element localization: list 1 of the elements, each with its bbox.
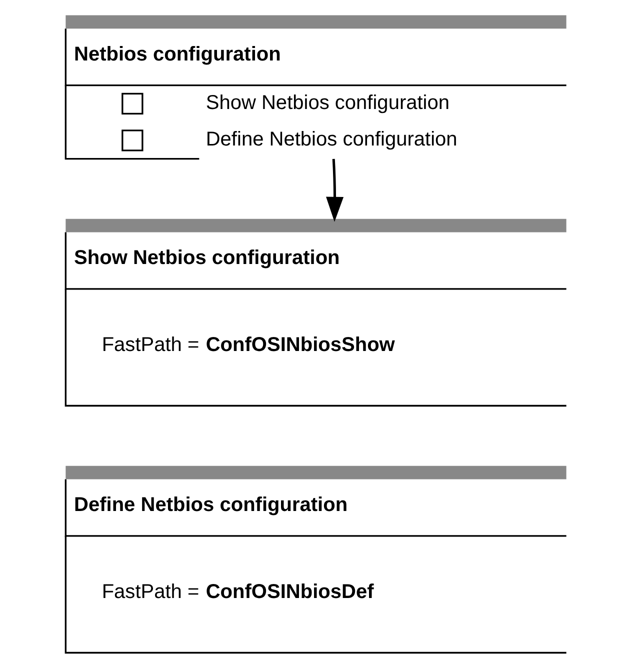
arrow bbox=[326, 158, 344, 222]
